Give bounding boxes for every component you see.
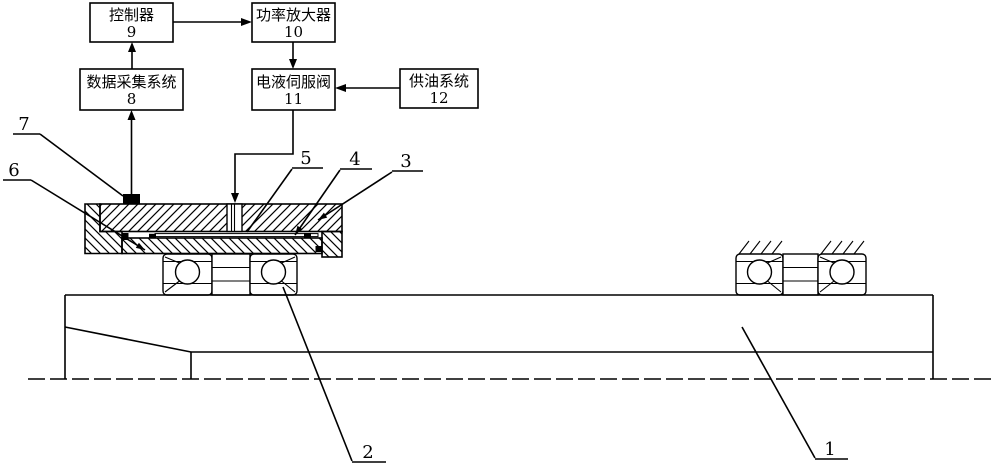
arrow-controller-to-amplifier xyxy=(173,18,252,26)
hydrostatic-pad-assembly xyxy=(84,194,343,258)
membrane-gap xyxy=(154,233,319,238)
pad-right-wall xyxy=(321,230,343,258)
part-label-6: 6 xyxy=(3,160,146,251)
controller-number: 9 xyxy=(127,23,137,41)
part-label-6-text: 6 xyxy=(8,160,19,181)
part-label-2: 2 xyxy=(282,286,386,463)
part-label-1: 1 xyxy=(741,326,848,460)
data-acquisition-label: 数据采集系统 xyxy=(86,73,176,91)
oil-supply-box xyxy=(399,68,479,109)
bearing-ball xyxy=(746,259,773,285)
seal-block xyxy=(149,233,156,239)
arrow-amplifier-to-valve xyxy=(289,42,297,69)
shaft xyxy=(28,294,992,380)
bearing-ball xyxy=(260,259,287,285)
part-label-1-text: 1 xyxy=(824,439,835,460)
power-amplifier-label: 功率放大器 xyxy=(256,6,331,24)
seal-block xyxy=(122,233,129,240)
oil-supply-label: 供油系统 xyxy=(409,72,469,90)
arrow-acquisition-to-controller xyxy=(128,42,136,69)
pad-lower-plate xyxy=(121,237,323,255)
part-label-3-text: 3 xyxy=(400,151,411,172)
arrow-valve-to-pad xyxy=(231,110,294,203)
controller-label: 控制器 xyxy=(109,6,154,24)
control-block-diagram: 控制器 9 功率放大器 10 数据采集系统 8 电液伺服阀 11 供油系统 12 xyxy=(79,2,479,203)
left-bearing-pair xyxy=(162,253,298,296)
part-label-7-text: 7 xyxy=(18,114,29,135)
seal-block xyxy=(304,233,311,238)
bearing-ball xyxy=(174,259,201,285)
part-label-3: 3 xyxy=(317,151,423,221)
controller-box xyxy=(89,2,174,43)
power-amplifier-box xyxy=(251,2,336,43)
pad-top-plate xyxy=(99,203,343,233)
part-label-5-text: 5 xyxy=(300,148,311,169)
part-label-4: 4 xyxy=(294,149,372,236)
servo-valve-number: 11 xyxy=(284,90,303,108)
ground-hatch-marks xyxy=(738,240,865,255)
data-acquisition-number: 8 xyxy=(127,90,137,108)
seal-block xyxy=(315,246,322,252)
arrow-sensor-to-acquisition xyxy=(127,110,136,194)
part-label-7: 7 xyxy=(13,114,124,197)
part-label-4-text: 4 xyxy=(349,149,360,170)
power-amplifier-number: 10 xyxy=(284,23,303,41)
displacement-sensor xyxy=(123,194,140,204)
pad-left-wall xyxy=(84,203,123,255)
right-bearing-pair xyxy=(735,240,867,296)
part-label-5: 5 xyxy=(246,148,323,233)
bearing-spacer xyxy=(782,253,819,296)
shaft-taper xyxy=(64,326,192,353)
oil-supply-number: 12 xyxy=(429,89,448,107)
bearing-spacer xyxy=(211,253,251,296)
part-labels: 7 6 5 4 3 2 1 xyxy=(3,114,848,463)
part-label-2-text: 2 xyxy=(362,442,373,463)
arrow-oilsupply-to-valve xyxy=(335,84,400,92)
servo-valve-box xyxy=(251,68,336,111)
bearing-ball xyxy=(829,259,855,285)
servo-valve-label: 电液伺服阀 xyxy=(256,73,331,91)
